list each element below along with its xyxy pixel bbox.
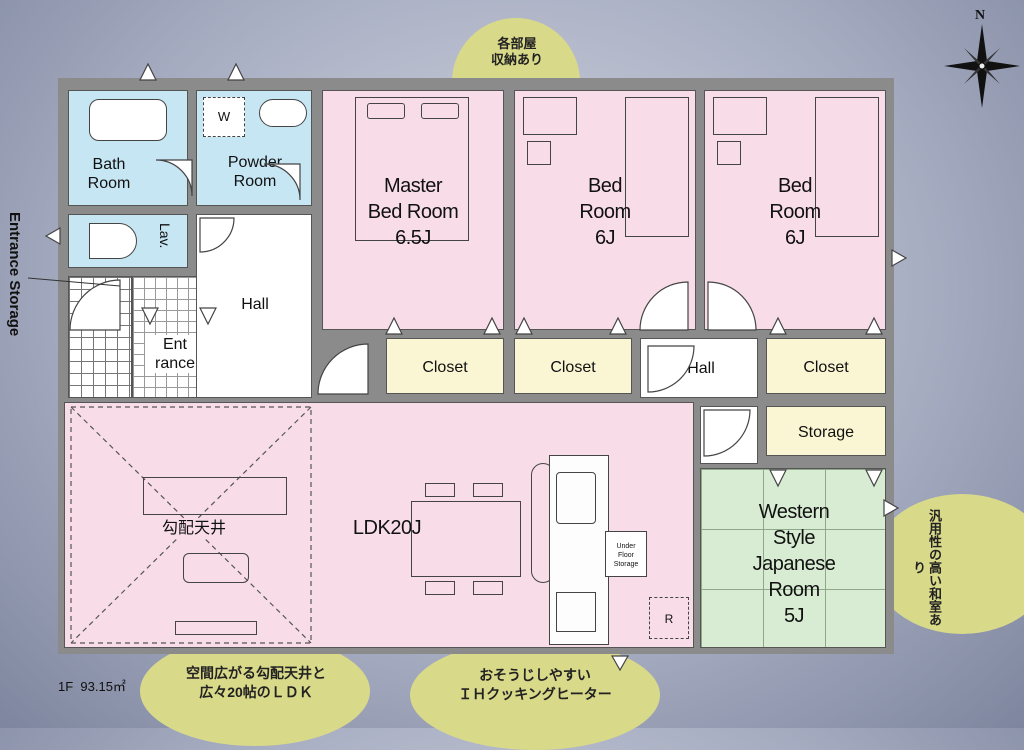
kitchen-unit — [549, 455, 609, 645]
ldk: 勾配天井 LDK20J Under Floor Storage R — [64, 402, 694, 648]
bed-room-1-desk — [523, 97, 577, 135]
dining-chair-2 — [473, 483, 503, 497]
dining-chair-1 — [425, 483, 455, 497]
powder-sink — [259, 99, 307, 127]
bed-room-2-bed — [815, 97, 879, 237]
closet-bed-2: Closet — [766, 338, 886, 394]
bath-room-label: Bath Room — [87, 156, 131, 192]
washing-machine: W — [203, 97, 245, 137]
washer-label: W — [217, 109, 231, 124]
closet-bed-2-label: Closet — [803, 359, 849, 376]
callout-kitchen-text: おそうじしやすい ＩＨクッキングヒーター — [458, 667, 612, 702]
closet-bed-1-label: Closet — [550, 359, 596, 376]
closet-master-label: Closet — [422, 359, 468, 376]
storage-label: Storage — [797, 424, 855, 441]
compass-star-icon — [944, 24, 1020, 108]
bed-room-1-chair — [527, 141, 551, 165]
master-bed-room-label: Master Bed Room 6.5J — [367, 175, 459, 249]
closet-master: Closet — [386, 338, 504, 394]
ceiling-label: 勾配天井 — [149, 519, 239, 538]
ceiling-diagonal-lines — [70, 406, 312, 644]
under-floor-storage-label: Under Floor Storage — [613, 543, 639, 568]
master-bed-room: Master Bed Room 6.5J — [322, 90, 504, 330]
bed-room-1-label: Bed Room 6J — [579, 175, 631, 249]
bed-room-2-label: Bed Room 6J — [769, 175, 821, 249]
bath-room: Bath Room — [68, 90, 188, 206]
closet-bed-1: Closet — [514, 338, 632, 394]
callout-japanese-room-text: 汎用性の高い和室あり — [911, 508, 942, 626]
entrance-storage-side-label: Entrance Storage — [6, 212, 23, 337]
powder-room-label: Powder Room — [227, 154, 283, 190]
lavatory: Lav. — [68, 214, 188, 268]
japanese-room-label: Western Style Japanese Room 5J — [752, 501, 836, 627]
compass-north-label: N — [975, 8, 986, 23]
bed-room-2-chair — [717, 141, 741, 165]
floor-area-label: 1F 93.15㎡ — [58, 679, 126, 694]
storage: Storage — [766, 406, 886, 456]
lav-label: Lav. — [157, 223, 173, 249]
entrance-label: Ent rance — [145, 335, 205, 373]
refrigerator: R — [649, 597, 689, 639]
ldk-label: LDK20J — [352, 517, 422, 539]
bed-room-1-bed — [625, 97, 689, 237]
callout-ceiling-text: 空間広がる勾配天井と 広々20帖のＬＤＫ — [186, 665, 326, 700]
kitchen-sink — [556, 472, 596, 524]
door-swings — [27, 62, 908, 672]
powder-room: W Powder Room — [196, 90, 312, 206]
callout-bubble-right — [872, 494, 1024, 634]
dining-table — [411, 501, 521, 577]
floor-plan: Bath Room W Powder Room Lav. Ent rance H… — [58, 78, 894, 654]
hall-left-label: Hall — [241, 296, 269, 313]
master-bed — [355, 97, 469, 241]
bathtub — [89, 99, 167, 141]
hall-center-label: Hall — [687, 360, 715, 377]
ih-cooktop — [556, 592, 596, 632]
bed-room-2: Bed Room 6J — [704, 90, 886, 330]
callout-storage-text: 各部屋 収納あり — [490, 36, 543, 67]
sofa — [143, 477, 287, 515]
dining-chair-3 — [425, 581, 455, 595]
master-pillow-left — [367, 103, 405, 119]
master-pillow-right — [421, 103, 459, 119]
dining-chair-4 — [473, 581, 503, 595]
fridge-label: R — [664, 612, 674, 626]
western-style-japanese-room: Western Style Japanese Room 5J — [700, 468, 886, 648]
tv-stand — [175, 621, 257, 635]
under-floor-storage: Under Floor Storage — [605, 531, 647, 577]
compass-rose-icon: N — [942, 8, 1022, 108]
toilet — [89, 223, 137, 259]
coffee-table — [183, 553, 249, 583]
bed-room-2-desk — [713, 97, 767, 135]
